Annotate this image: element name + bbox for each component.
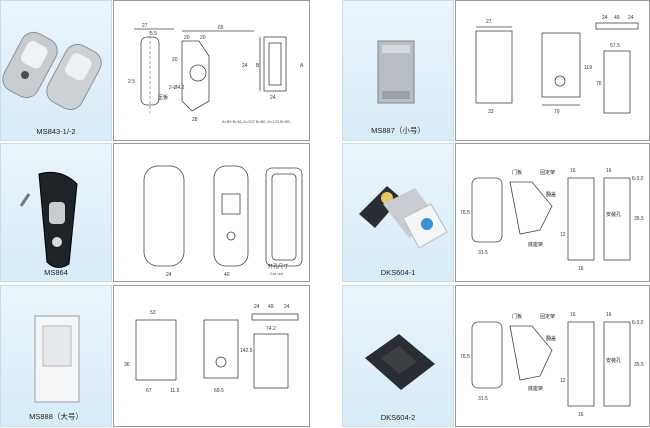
drawing-svg: 24 40 开孔尺寸 Cut out [143,165,303,278]
technical-drawing-ms888: 53 24 49 24 74.2 142.5 36 69.5 67 11.5 [113,285,310,427]
dimension-label: 2.5 [128,79,135,85]
drawing-svg: 16 16 6-3.2 76.5 35.5 12 31.5 16 门板 固定架 … [460,168,644,272]
label-fixed: 固定架 [540,169,555,176]
dimension-label: 24 [254,304,260,310]
dimension-label: 16 [578,412,584,418]
dimension-label: 74.2 [266,326,276,332]
label-mount: 安装孔 [606,357,621,364]
dimension-label: 31.5 [478,250,488,256]
label-flange: 翻盖 [546,335,556,342]
dimension-label: 65 [218,25,224,31]
cutout-label-en: Cut out [270,271,284,276]
technical-drawing-dks604-2: 16 16 6-3.2 76.5 35.5 12 31.5 16 门板 固定架 … [455,285,650,427]
dimension-label: 76.5 [460,354,470,360]
label-fixed: 固定架 [540,313,555,320]
latch-illustration [377,40,415,104]
label-mount: 安装孔 [606,211,621,218]
dimension-label: 119 [584,65,592,71]
dimension-label: 24 [284,304,290,310]
dimension-label: A [300,63,304,69]
dimension-label: 6-3.2 [632,320,644,326]
dimension-label: 35.5 [634,362,644,368]
product-caption: DKS604-2 [380,413,416,422]
dimension-label: 33 [488,109,494,115]
latch-illustration [2,31,102,111]
dimension-label: 35.5 [634,216,644,222]
label-base: 底座架 [528,385,543,392]
dimension-label: 40 [224,272,230,278]
dimension-formula: A=89 B=61,A=107 B=80, A=123 B=96, [222,119,291,124]
dimension-label: 20 [172,57,178,63]
dimension-label: 142.5 [240,348,253,354]
product-photo-ms864: MS864 [0,143,112,282]
latch-illustration [34,315,80,403]
product-caption: MS864 [44,268,68,277]
technical-drawing-dks604-1: 16 16 6-3.2 76.5 35.5 12 31.5 16 门板 固定架 … [455,143,650,282]
dimension-label: 16 [606,312,612,318]
dimension-label: 24 [270,95,276,101]
dimension-label: 20 [200,35,206,41]
technical-drawing-ms887: 27 24 49 24 57.5 76 33 70 119 [455,0,650,141]
dimension-label: 24 [628,15,634,21]
latch-illustration [365,334,435,390]
label-cn: 压板 [158,94,168,101]
dimension-label: 24 [242,63,248,69]
latch-illustration [359,186,448,249]
dimension-label: 76 [596,81,602,87]
drawing-svg: 27 5.5 20 20 65 24 B 20 2.5 24 2-Ø4.2 28… [128,23,304,124]
label-door: 门板 [512,313,522,320]
technical-drawing-ms843: 27 5.5 20 20 65 24 B 20 2.5 24 2-Ø4.2 28… [113,0,310,141]
product-caption: MS843-1/-2 [36,127,76,136]
dimension-label: 20 [184,35,190,41]
product-caption: MS888（大号） [29,412,83,421]
dimension-label: B [256,63,260,69]
product-photo-dks604-2: DKS604-2 [342,285,454,427]
latch-illustration [19,171,78,268]
label-base: 底座架 [528,241,543,248]
product-photo-ms887: MS887（小号） [342,0,454,141]
dimension-label: 16 [570,312,576,318]
dimension-label: 49 [268,304,274,310]
product-caption: DKS604-1 [380,268,416,277]
product-caption: MS887（小号） [371,126,425,135]
drawing-svg: 27 24 49 24 57.5 76 33 70 119 [475,15,639,115]
dimension-label: 28 [192,117,198,123]
dimension-label: 69.5 [214,388,224,394]
dimension-label: 36 [124,362,130,368]
dimension-label: 12 [560,232,566,238]
dimension-label: 27 [142,23,148,29]
label-door: 门板 [512,169,522,176]
drawing-svg: 16 16 6-3.2 76.5 35.5 12 31.5 16 门板 固定架 … [460,312,644,418]
dimension-label: 57.5 [610,43,620,49]
technical-drawing-ms864: 24 40 开孔尺寸 Cut out [113,143,310,282]
dimension-label: 2-Ø4.2 [169,85,185,91]
dimension-label: 53 [150,310,156,316]
cutout-label-cn: 开孔尺寸 [268,263,288,270]
dimension-label: 49 [614,15,620,21]
dimension-label: 6-3.2 [632,176,644,182]
drawing-svg: 53 24 49 24 74.2 142.5 36 69.5 67 11.5 [124,304,299,394]
dimension-label: 31.5 [478,396,488,402]
dimension-label: 5.5 [150,31,157,37]
dimension-label: 70 [554,109,560,115]
label-flange: 翻盖 [546,191,556,198]
dimension-label: 16 [606,168,612,174]
product-photo-dks604-1: DKS604-1 [342,143,454,282]
dimension-label: 12 [560,378,566,384]
dimension-label: 16 [570,168,576,174]
product-photo-ms843: MS843-1/-2 [0,0,112,141]
dimension-label: 11.5 [170,388,180,394]
dimension-label: 24 [602,15,608,21]
dimension-label: 76.5 [460,210,470,216]
dimension-label: 67 [146,388,152,394]
dimension-label: 16 [578,266,584,272]
dimension-label: 27 [486,19,492,25]
product-photo-ms888: MS888（大号） [0,285,112,427]
dimension-label: 24 [166,272,172,278]
